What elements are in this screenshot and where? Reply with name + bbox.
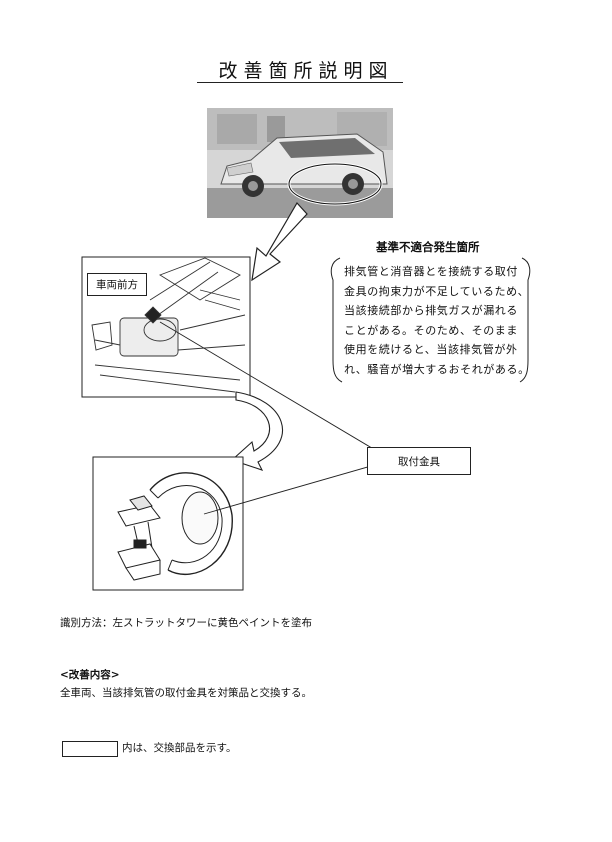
bracket-clamp-drawing [117, 472, 233, 581]
part-leader-lines [159, 321, 393, 515]
notice-line: 排気管と消音器とを接続する取付 [344, 265, 518, 278]
legend-text: 内は、交換部品を示す。 [122, 742, 237, 754]
notice-brackets [330, 257, 531, 383]
arrow-photo-to-detail [251, 201, 308, 282]
car-illustration [207, 108, 393, 218]
improvement-heading: <改善内容> [60, 669, 120, 681]
improvement-text: 全車両、当該排気管の取付金具を対策品と交換する。 [60, 687, 312, 699]
page-title: 改善箇所説明図 [218, 60, 394, 82]
identification-text: 識別方法：左ストラットタワーに黄色ペイントを塗布 [60, 617, 312, 629]
vehicle-photo [207, 108, 393, 218]
notice-line: れ、騒音が増大するおそれがある。 [344, 362, 530, 376]
notice-heading: 基準不適合発生箇所 [376, 240, 480, 254]
exhaust-underbody-drawing [91, 257, 246, 393]
title-underline [197, 82, 403, 83]
legend-swatch-box [62, 741, 118, 757]
notice-line: 使用を続けると、当該排気管が外 [344, 343, 518, 356]
notice-body: 排気管と消音器とを接続する取付 金具の拘束力が不足しているため、 当該接続部から… [344, 262, 530, 379]
notice-line: ことがある。そのため、そのまま [344, 323, 518, 337]
vehicle-front-label: 車両前方 [87, 273, 147, 296]
bracket-part-label: 取付金具 [367, 447, 471, 475]
curved-arrow [230, 391, 284, 471]
notice-line: 金具の拘束力が不足しているため、 [344, 284, 530, 298]
notice-line: 当該接続部から排気ガスが漏れる [344, 304, 518, 317]
